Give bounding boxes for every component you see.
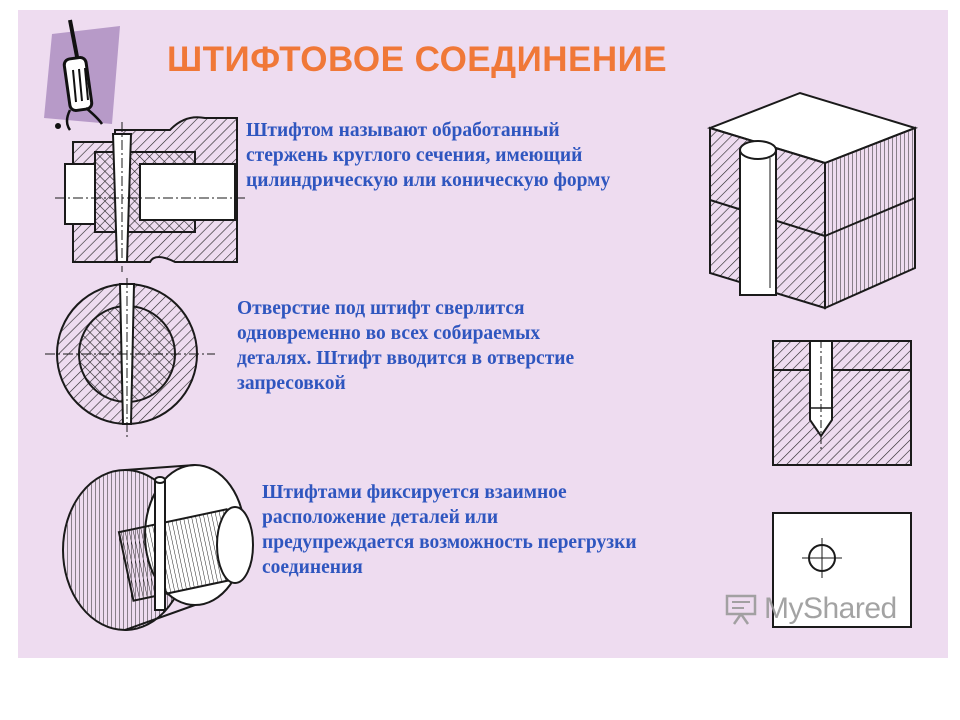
pin-block-isometric-drawing <box>706 91 919 310</box>
paragraph-definition: Штифтом называют обработанный стержень к… <box>246 118 610 193</box>
pin-assembly-isometric-drawing <box>62 464 254 631</box>
presentation-icon <box>725 594 757 625</box>
pin-joint-section-drawing <box>55 116 245 272</box>
text-line: Штифтом называют обработанный <box>246 120 560 141</box>
paragraph-fixation: Штифтами фиксируется взаимное расположен… <box>262 480 637 580</box>
page-title: ШТИФТОВОЕ СОЕДИНЕНИЕ <box>167 40 668 79</box>
text-line: Штифтами фиксируется взаимное <box>262 482 567 503</box>
screwdriver-icon <box>44 19 120 131</box>
text-line: цилиндрическую или коническую форму <box>246 170 611 191</box>
paragraph-drilling: Отверстие под штифт сверлится одновремен… <box>237 296 574 396</box>
watermark: MyShared <box>724 592 897 626</box>
text-line: соединения <box>262 557 363 578</box>
watermark-text: MyShared <box>764 592 897 625</box>
text-line: предупреждается возможность перегрузки <box>262 532 637 553</box>
text-line: одновременно во всех собираемых <box>237 323 541 344</box>
text-line: Отверстие под штифт сверлится <box>237 298 525 319</box>
top-view-hole-drawing <box>772 512 912 628</box>
blind-hole-section-drawing <box>772 340 912 466</box>
text-line: стержень круглого сечения, имеющий <box>246 145 583 166</box>
pin-cross-section-drawing <box>45 278 215 438</box>
text-line: расположение деталей или <box>262 507 499 528</box>
text-line: деталях. Штифт вводится в отверстие <box>237 348 575 369</box>
text-line: запресовкой <box>237 373 346 394</box>
